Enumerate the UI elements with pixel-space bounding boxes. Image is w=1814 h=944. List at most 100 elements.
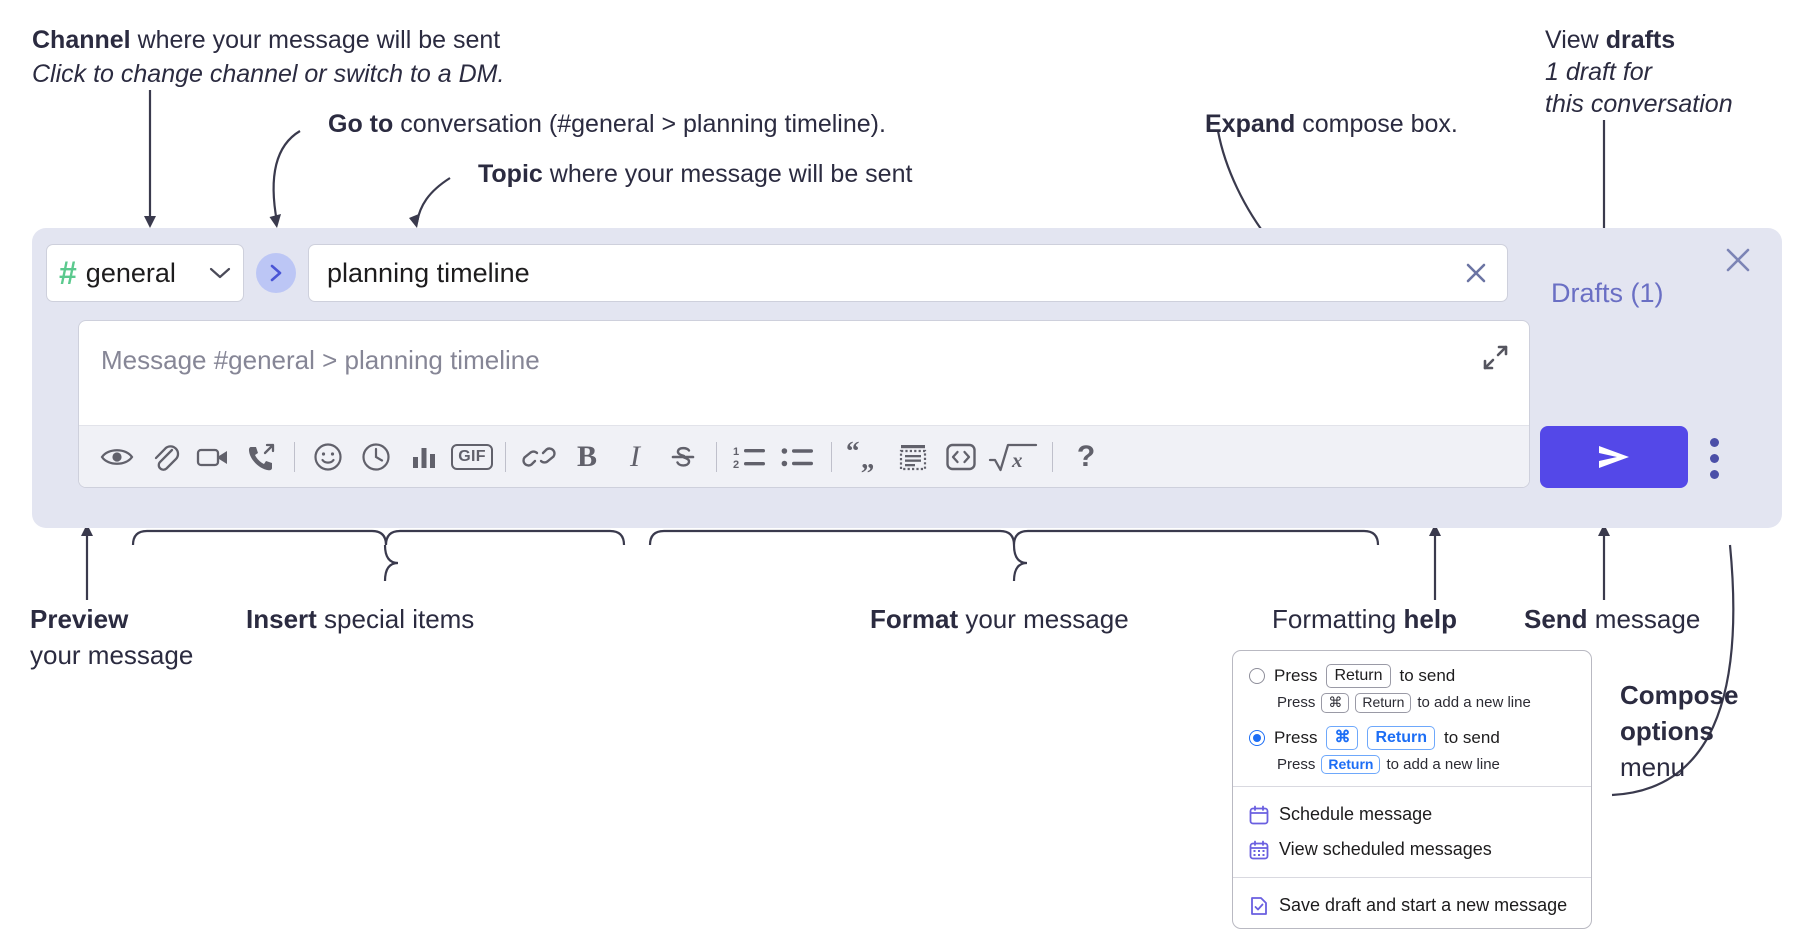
- toolbar-divider: [1052, 441, 1053, 472]
- compose-options-menu: Press Return to send Press ⌘ Return to a…: [1232, 650, 1592, 929]
- math-icon[interactable]: x: [985, 433, 1043, 481]
- annotation-goto-bold: Go to: [328, 110, 394, 138]
- annotation-format: Format your message: [870, 602, 1129, 636]
- annotation-goto: Go to conversation (#general > planning …: [328, 108, 886, 141]
- annotation-compose-options-bold1: Compose: [1620, 680, 1739, 710]
- hash-icon: #: [59, 255, 77, 291]
- annotation-drafts: View drafts: [1545, 24, 1675, 57]
- svg-text:1: 1: [733, 446, 739, 458]
- annotation-preview: Preview: [30, 602, 128, 636]
- key-return: Return: [1321, 754, 1381, 774]
- annotation-help: Formatting help: [1272, 602, 1457, 636]
- send-option-return[interactable]: Press Return to send: [1233, 661, 1591, 691]
- message-input-box[interactable]: Message #general > planning timeline: [78, 320, 1530, 488]
- annotation-format-rest: your message: [958, 604, 1129, 634]
- save-draft-icon: [1249, 896, 1269, 916]
- call-icon[interactable]: [237, 433, 285, 481]
- code-block-icon[interactable]: [889, 433, 937, 481]
- option-prefix: Press: [1274, 666, 1318, 685]
- svg-text:x: x: [1011, 448, 1023, 472]
- send-icon: [1599, 446, 1629, 468]
- blockquote-icon[interactable]: “„: [841, 433, 889, 481]
- attachment-icon[interactable]: [141, 433, 189, 481]
- annotation-preview-rest: your message: [30, 640, 194, 670]
- sub-prefix: Press: [1277, 694, 1316, 712]
- annotation-compose-options-bold2: options: [1620, 716, 1714, 746]
- annotation-drafts-italic1: 1 draft for: [1545, 58, 1652, 86]
- annotation-expand-bold: Expand: [1205, 110, 1296, 138]
- channel-selector[interactable]: # general: [46, 244, 244, 302]
- annotation-insert: Insert special items: [246, 602, 474, 636]
- annotation-topic-rest: where your message will be sent: [542, 160, 913, 188]
- topic-input[interactable]: planning timeline: [308, 244, 1508, 302]
- toolbar-divider: [831, 441, 832, 472]
- expand-icon[interactable]: [1481, 343, 1511, 373]
- toolbar-divider: [716, 441, 717, 472]
- annotation-drafts-line3: this conversation: [1545, 88, 1733, 121]
- annotation-topic-bold: Topic: [478, 160, 543, 188]
- video-icon[interactable]: [189, 433, 237, 481]
- svg-text:“: “: [846, 436, 860, 466]
- sub-prefix: Press: [1277, 755, 1316, 773]
- annotation-expand-rest: compose box.: [1295, 110, 1458, 138]
- annotation-goto-rest: conversation (#general > planning timeli…: [393, 110, 886, 138]
- annotation-channel-rest: where your message will be sent: [130, 26, 501, 54]
- annotation-send-rest: message: [1587, 604, 1701, 634]
- key-return: Return: [1326, 664, 1391, 688]
- calendar-grid-icon: [1249, 840, 1269, 860]
- option-prefix: Press: [1274, 727, 1318, 747]
- menu-item-schedule-message[interactable]: Schedule message: [1233, 797, 1591, 832]
- kebab-dot: [1710, 438, 1719, 447]
- key-command: ⌘: [1326, 725, 1359, 750]
- svg-text:„: „: [861, 444, 875, 474]
- bulleted-list-icon[interactable]: [774, 433, 822, 481]
- radio-button[interactable]: [1249, 668, 1265, 684]
- menu-item-view-scheduled[interactable]: View scheduled messages: [1233, 832, 1591, 867]
- annotation-send: Send message: [1524, 602, 1700, 636]
- annotation-channel-sub: Click to change channel or switch to a D…: [32, 58, 504, 91]
- formatting-toolbar: GIF B I: [79, 425, 1529, 487]
- annotation-compose-options-line3: menu: [1620, 750, 1685, 784]
- gif-icon[interactable]: GIF: [448, 433, 496, 481]
- poll-icon[interactable]: [400, 433, 448, 481]
- bold-icon[interactable]: B: [563, 433, 611, 481]
- link-icon[interactable]: [515, 433, 563, 481]
- kebab-dot: [1710, 470, 1719, 479]
- strikethrough-icon[interactable]: [659, 433, 707, 481]
- compose-options-button[interactable]: [1710, 438, 1719, 486]
- annotation-send-bold: Send: [1524, 604, 1588, 634]
- send-option-cmd-return-sub: Press Return to add a new line: [1233, 753, 1591, 777]
- goto-conversation-button[interactable]: [256, 253, 296, 293]
- key-return: Return: [1355, 693, 1412, 713]
- italic-icon[interactable]: I: [611, 433, 659, 481]
- code-icon[interactable]: [937, 433, 985, 481]
- close-icon[interactable]: [1723, 245, 1753, 275]
- radio-button-selected[interactable]: [1249, 729, 1265, 746]
- close-icon[interactable]: [1461, 258, 1491, 288]
- send-option-cmd-return[interactable]: Press ⌘ Return to send: [1233, 723, 1591, 753]
- send-option-return-sub: Press ⌘ Return to add a new line: [1233, 691, 1591, 715]
- clock-icon[interactable]: [352, 433, 400, 481]
- emoji-icon[interactable]: [304, 433, 352, 481]
- annotation-compose-options-rest: menu: [1620, 752, 1686, 782]
- annotation-format-bold: Format: [870, 604, 959, 634]
- svg-text:2: 2: [733, 459, 739, 471]
- gif-label: GIF: [451, 443, 493, 470]
- menu-divider: [1233, 877, 1591, 878]
- annotation-drafts-line2: 1 draft for: [1545, 56, 1652, 89]
- preview-icon[interactable]: [93, 433, 141, 481]
- annotation-channel-bold: Channel: [32, 26, 131, 54]
- key-command: ⌘: [1321, 693, 1350, 713]
- help-icon[interactable]: ?: [1062, 433, 1110, 481]
- send-button[interactable]: [1540, 426, 1688, 488]
- menu-item-save-draft[interactable]: Save draft and start a new message: [1233, 888, 1591, 928]
- annotation-help-bold: help: [1403, 604, 1457, 634]
- annotation-channel: Channel where your message will be sent: [32, 24, 500, 57]
- annotation-preview-line2: your message: [30, 638, 193, 672]
- italic-label: I: [630, 439, 640, 473]
- toolbar-divider: [505, 441, 506, 472]
- kebab-dot: [1710, 454, 1719, 463]
- menu-item-label: View scheduled messages: [1279, 839, 1492, 859]
- drafts-link[interactable]: Drafts (1): [1551, 278, 1664, 308]
